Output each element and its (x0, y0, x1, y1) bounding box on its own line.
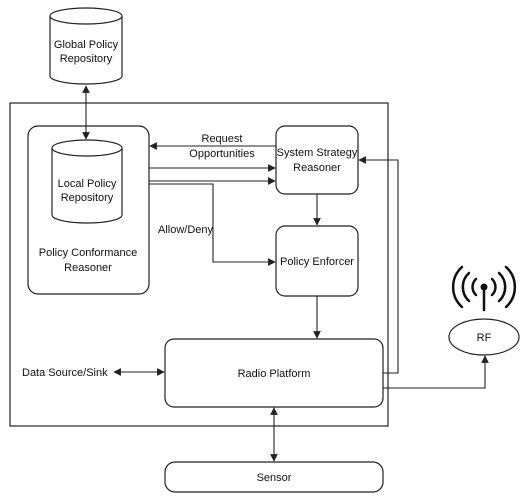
edge-allow-deny (149, 183, 276, 266)
allow-deny-label: Allow/Deny (158, 224, 214, 236)
data-source-label: Data Source/Sink (22, 367, 108, 379)
local-policy-repository: Local Policy Repository (51, 139, 123, 224)
sensor-label: Sensor (257, 472, 292, 484)
system-strategy-reasoner: System Strategy Reasoner (275, 125, 359, 195)
rf-label: RF (477, 332, 492, 344)
edge-radio-rf (383, 355, 489, 389)
global-repo-label-2: Repository (60, 53, 113, 65)
request-label-2: Opportunities (189, 148, 255, 160)
antenna-icon (451, 265, 517, 312)
conformance-label-2: Reasoner (64, 262, 112, 274)
enforcer-label: Policy Enforcer (280, 256, 354, 268)
global-repo-label-1: Global Policy (54, 39, 119, 51)
local-repo-label-1: Local Policy (58, 178, 117, 190)
system-boundary (9, 102, 389, 427)
local-repo-label-2: Repository (61, 192, 114, 204)
policy-enforcer: Policy Enforcer (275, 225, 359, 297)
rf-node: RF (448, 318, 520, 356)
radio-label: Radio Platform (238, 368, 311, 380)
strategy-label-1: System Strategy (277, 147, 358, 159)
edge-radio-strategy (358, 156, 399, 374)
radio-platform: Radio Platform (164, 338, 384, 408)
sensor: Sensor (164, 461, 384, 493)
request-label-1: Request (202, 133, 243, 145)
global-policy-repository: Global Policy Repository (49, 7, 123, 85)
conformance-label-1: Policy Conformance (39, 247, 137, 259)
strategy-label-2: Reasoner (293, 162, 341, 174)
